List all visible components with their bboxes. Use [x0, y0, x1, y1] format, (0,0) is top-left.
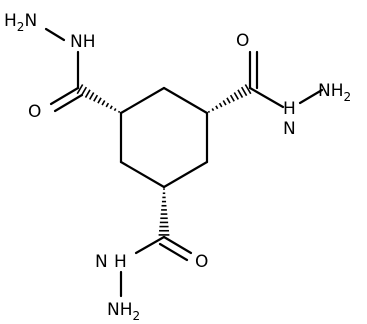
hash-stripe	[237, 89, 244, 98]
carbonyl-double-bond-b	[158, 242, 189, 262]
hash-stripe	[101, 100, 106, 106]
hash-stripe	[240, 86, 248, 97]
hash-stripe	[113, 108, 117, 112]
hash-stripe	[233, 92, 240, 100]
ring-bond	[162, 86, 209, 115]
carbonyl-double-bond-a	[162, 235, 193, 255]
carbonyl-double-bond-a	[49, 86, 80, 106]
hash-stripe	[109, 105, 113, 110]
hashed-wedge-bond-bottom	[158, 188, 170, 236]
cyclohexane-ring	[119, 86, 209, 189]
hash-stripe	[218, 102, 223, 108]
carbonyl-double-bond-b	[53, 93, 84, 113]
carbonyl-c-to-nh-bond	[134, 235, 166, 255]
bottom-hydrazide-group	[119, 235, 193, 298]
ring-bond	[119, 86, 166, 115]
hash-stripe	[226, 97, 231, 104]
atom-label-o-left: O	[28, 102, 41, 122]
ring-bond	[162, 160, 209, 189]
hashed-wedge-bond-right	[207, 84, 252, 113]
nh-to-nh2-bond	[44, 27, 66, 42]
right-hydrazide-group	[248, 50, 324, 109]
hash-stripe	[84, 89, 91, 98]
hash-stripe	[207, 110, 211, 113]
nh-to-nh2-bond	[298, 88, 324, 105]
atom-label-h-bottom: H	[114, 252, 127, 272]
left-hydrazide-group	[44, 27, 84, 113]
atom-label-n-right: N	[283, 119, 296, 139]
atom-label-o-right: O	[236, 31, 249, 51]
hash-stripe	[222, 100, 227, 106]
atom-label-h-right: H	[283, 99, 296, 119]
atom-label-nh2-right: NH2	[318, 81, 351, 104]
atom-label-n-bottom: N	[95, 252, 108, 272]
hash-stripe	[93, 94, 99, 102]
hash-stripe	[229, 94, 235, 102]
hash-stripe	[117, 110, 121, 113]
hash-stripe	[211, 108, 215, 112]
hash-stripe	[244, 84, 252, 95]
hash-stripe	[215, 105, 219, 110]
atom-label-nh-top-left: NH	[70, 32, 96, 52]
hash-stripe	[105, 102, 110, 108]
ring-bond	[119, 160, 166, 189]
atom-label-nh2-bottom: NH2	[107, 300, 140, 323]
hash-stripe	[97, 97, 102, 104]
hash-stripe	[76, 84, 84, 95]
hash-stripe	[88, 92, 95, 100]
atom-label-h2n-top-left: H2N	[4, 11, 37, 34]
hashed-wedge-bond-left	[76, 84, 121, 113]
carbonyl-c-to-nh-bond	[248, 86, 285, 109]
atom-label-o-bottom: O	[195, 252, 208, 272]
